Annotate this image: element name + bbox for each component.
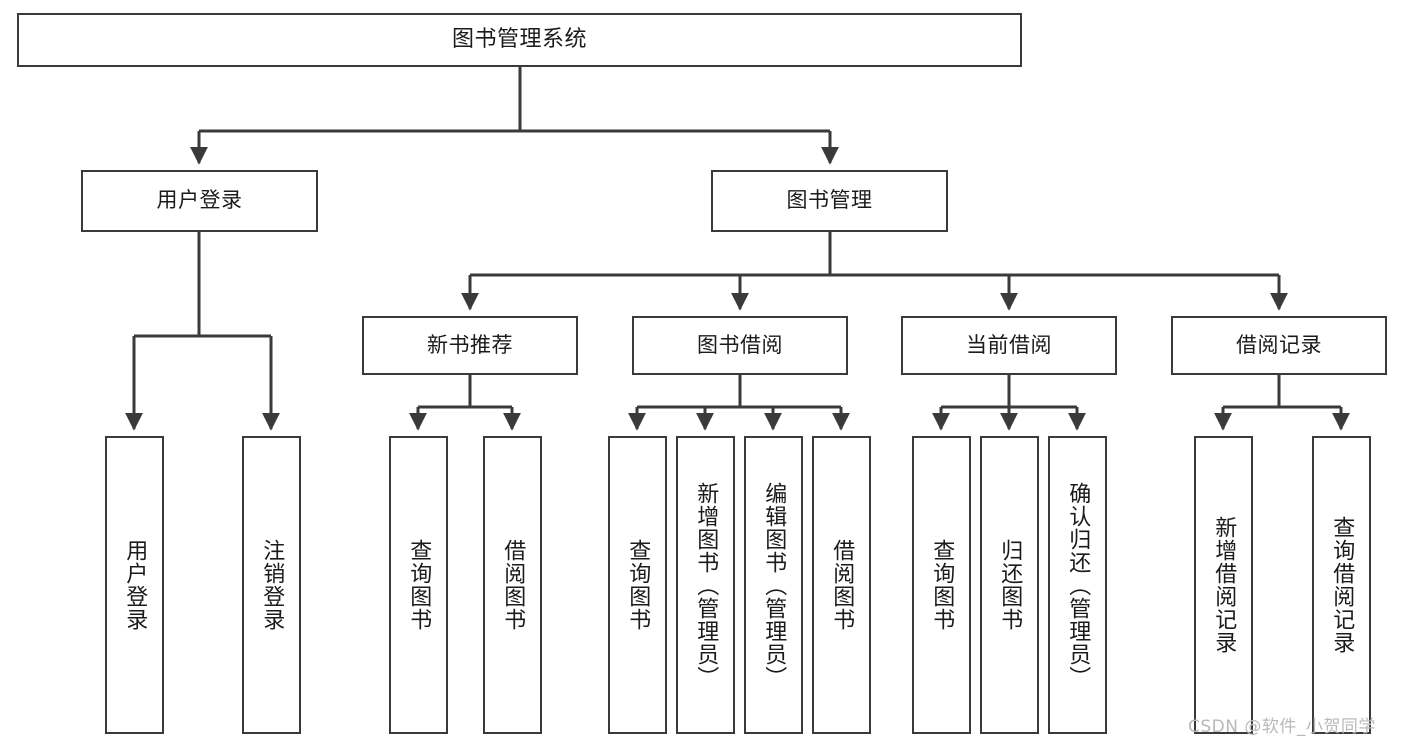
node-label: 借阅图书 bbox=[829, 539, 855, 631]
node-leaf-query-book-borrow[interactable]: 查询图书 bbox=[608, 436, 667, 734]
node-leaf-query-book-new[interactable]: 查询图书 bbox=[389, 436, 448, 734]
node-leaf-query-borrow-record[interactable]: 查询借阅记录 bbox=[1312, 436, 1371, 734]
node-label: 查询借阅记录 bbox=[1329, 516, 1355, 654]
node-label: 用户登录 bbox=[156, 188, 243, 213]
node-book-management[interactable]: 图书管理 bbox=[711, 170, 948, 232]
node-label: 查询图书 bbox=[625, 539, 651, 631]
node-leaf-add-borrow-record[interactable]: 新增借阅记录 bbox=[1194, 436, 1253, 734]
node-leaf-user-login[interactable]: 用户登录 bbox=[105, 436, 164, 734]
node-leaf-borrow-book[interactable]: 借阅图书 bbox=[812, 436, 871, 734]
node-root-book-management-system[interactable]: 图书管理系统 bbox=[17, 13, 1022, 67]
node-user-login[interactable]: 用户登录 bbox=[81, 170, 318, 232]
node-label: 图书借阅 bbox=[697, 332, 783, 357]
node-label: 查询图书 bbox=[406, 539, 432, 631]
node-label: 查询图书 bbox=[929, 539, 955, 631]
node-label: 用户登录 bbox=[122, 539, 148, 631]
node-label: 借阅记录 bbox=[1236, 332, 1322, 357]
node-leaf-add-book-admin[interactable]: 新增图书（管理员） bbox=[676, 436, 735, 734]
node-label: 当前借阅 bbox=[966, 332, 1052, 357]
node-label: 确认归还（管理员） bbox=[1065, 481, 1091, 689]
node-leaf-return-book[interactable]: 归还图书 bbox=[980, 436, 1039, 734]
node-borrow-record[interactable]: 借阅记录 bbox=[1171, 316, 1387, 375]
node-leaf-borrow-book-new[interactable]: 借阅图书 bbox=[483, 436, 542, 734]
node-label: 新增借阅记录 bbox=[1211, 516, 1237, 654]
node-label: 新增图书（管理员） bbox=[693, 481, 719, 689]
node-new-book-recommend[interactable]: 新书推荐 bbox=[362, 316, 578, 375]
node-label: 注销登录 bbox=[259, 539, 285, 631]
node-label: 编辑图书（管理员） bbox=[761, 481, 787, 689]
node-leaf-confirm-return-admin[interactable]: 确认归还（管理员） bbox=[1048, 436, 1107, 734]
node-book-borrow[interactable]: 图书借阅 bbox=[632, 316, 848, 375]
node-current-borrow[interactable]: 当前借阅 bbox=[901, 316, 1117, 375]
node-leaf-logout[interactable]: 注销登录 bbox=[242, 436, 301, 734]
node-label: 新书推荐 bbox=[427, 332, 513, 357]
node-label: 图书管理系统 bbox=[451, 26, 587, 52]
node-leaf-query-book-current[interactable]: 查询图书 bbox=[912, 436, 971, 734]
node-label: 归还图书 bbox=[997, 539, 1023, 631]
node-label: 图书管理 bbox=[786, 188, 873, 213]
node-leaf-edit-book-admin[interactable]: 编辑图书（管理员） bbox=[744, 436, 803, 734]
node-label: 借阅图书 bbox=[500, 539, 526, 631]
